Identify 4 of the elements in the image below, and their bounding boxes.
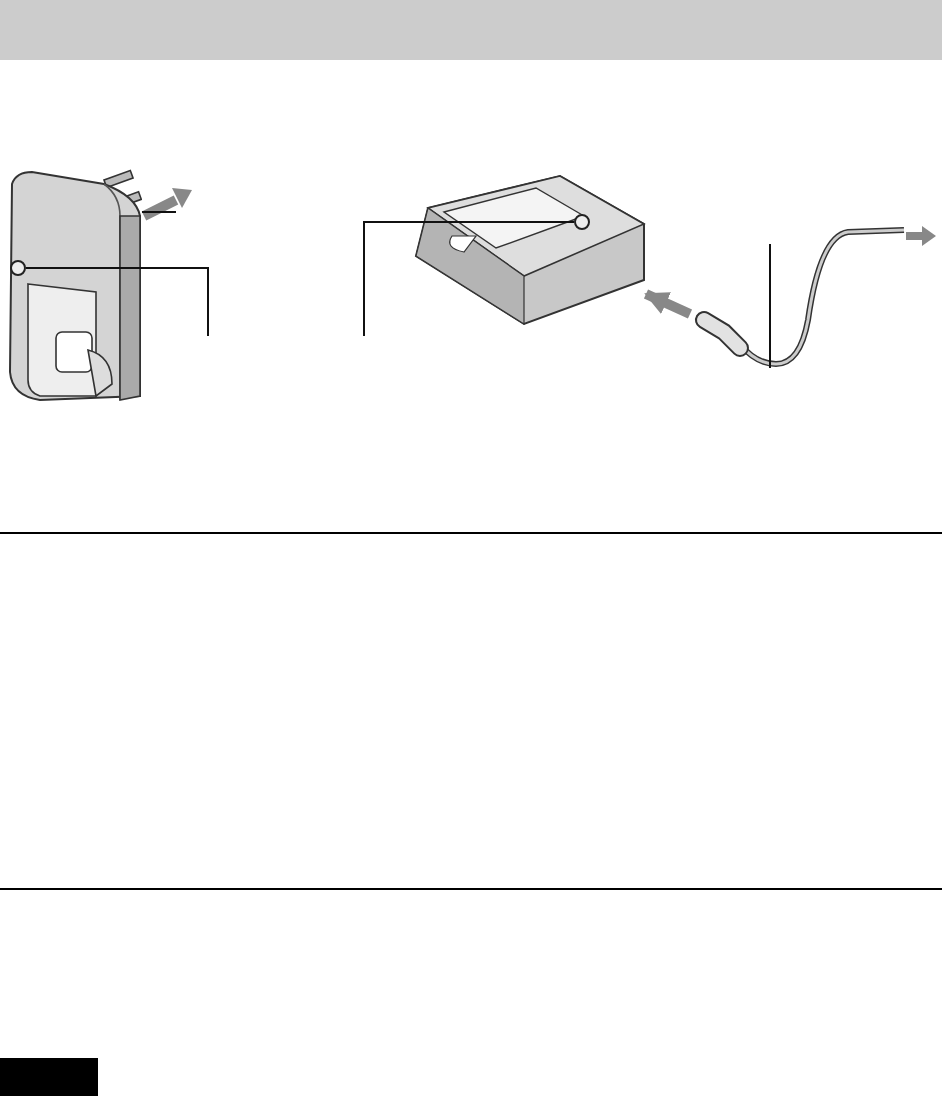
leader-line	[25, 267, 209, 337]
insert-arrow	[643, 289, 693, 319]
leader-line	[141, 211, 177, 213]
leader-line	[769, 243, 771, 369]
